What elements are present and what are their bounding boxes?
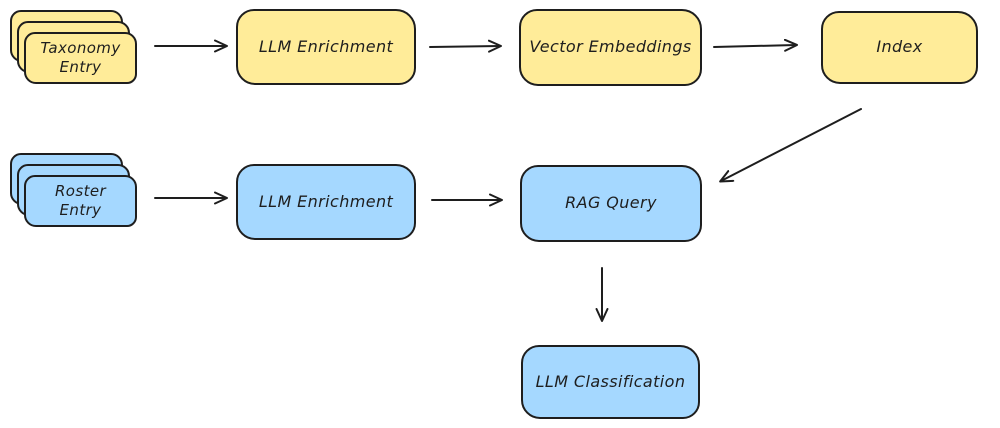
node-label-rag-query: RAG Query: [565, 193, 657, 213]
arrow-llm-enrichment-to-vector-embeddings: [429, 39, 502, 53]
node-llm-enrichment-bottom: LLM Enrichment: [236, 164, 416, 240]
node-label-llm-enrichment-top: LLM Enrichment: [258, 36, 394, 56]
node-label-taxonomy-entry: Taxonomy Entry: [40, 39, 121, 76]
node-label-llm-classification: LLM Classification: [535, 371, 686, 391]
node-roster-entry: Roster Entry: [10, 153, 137, 227]
node-taxonomy-entry: Taxonomy Entry: [10, 10, 137, 84]
arrow-vector-embeddings-to-index: [713, 38, 798, 52]
node-vector-embeddings: Vector Embeddings: [519, 9, 702, 86]
roster-card-front: Roster Entry: [24, 175, 137, 227]
node-rag-query: RAG Query: [520, 165, 702, 242]
node-index: Index: [821, 11, 978, 84]
node-label-index: Index: [876, 37, 923, 57]
taxonomy-card-front: Taxonomy Entry: [24, 32, 137, 84]
node-llm-enrichment-top: LLM Enrichment: [236, 9, 416, 85]
node-label-vector-embeddings: Vector Embeddings: [529, 37, 692, 57]
arrow-index-to-rag-query: [719, 108, 862, 183]
node-llm-classification: LLM Classification: [521, 345, 700, 419]
node-label-roster-entry: Roster Entry: [54, 182, 107, 219]
node-label-llm-enrichment-bottom: LLM Enrichment: [258, 191, 394, 211]
